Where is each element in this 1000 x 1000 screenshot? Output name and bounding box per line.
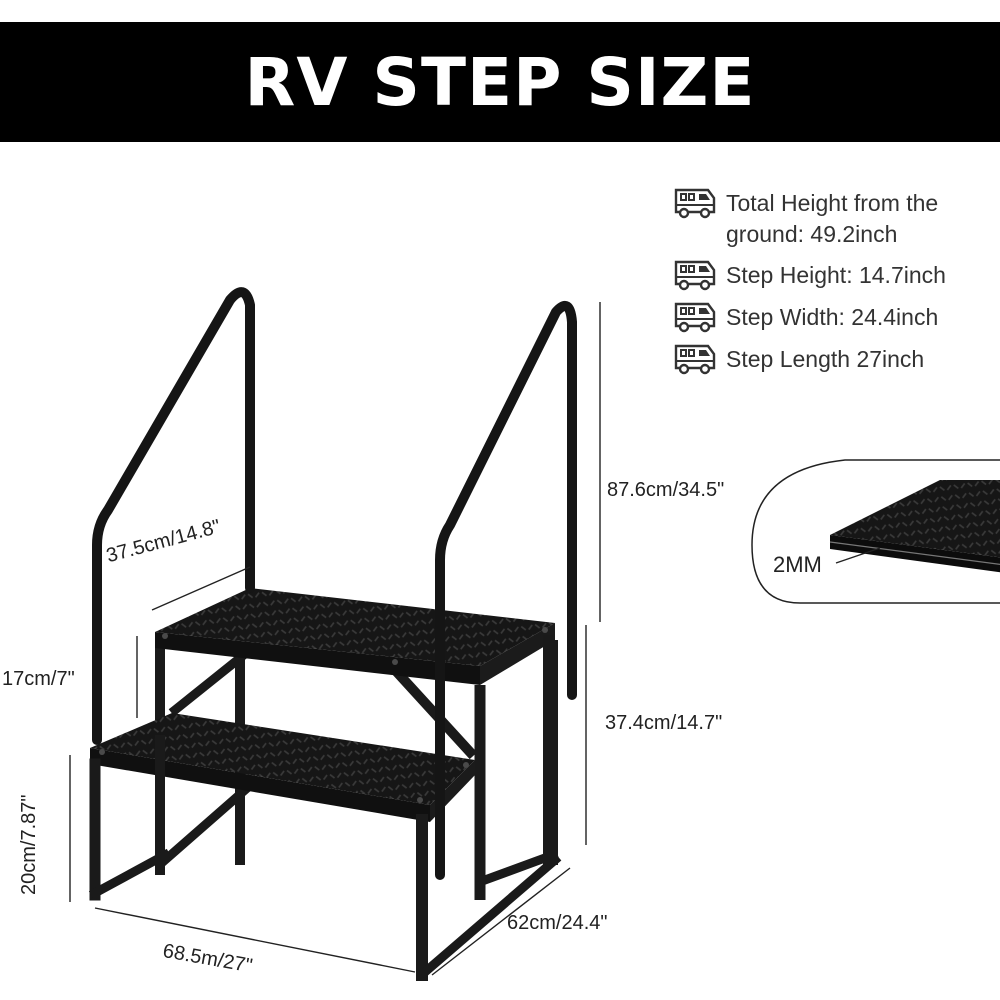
width-label: 62cm/24.4" xyxy=(507,912,608,934)
spec-item: Step Width: 24.4inch xyxy=(672,302,992,334)
spec-text: Step Height: 14.7inch xyxy=(726,262,946,288)
plate-thickness-label: 2MM xyxy=(773,552,822,577)
title-banner: RV STEP SIZE xyxy=(0,22,1000,142)
spec-item: Step Height: 14.7inch xyxy=(672,260,992,292)
rv-icon xyxy=(674,188,716,219)
plate-zoom-inset xyxy=(751,459,1000,604)
rv-icon xyxy=(674,260,716,291)
top-step-height-label: 37.4cm/14.7" xyxy=(605,712,723,734)
spec-item: Total Height from the ground: 49.2inch xyxy=(672,188,992,250)
handrails xyxy=(92,287,577,880)
riser-height-label: 17cm/7" xyxy=(2,668,75,690)
spec-text: Step Length 27inch xyxy=(726,346,925,372)
rail-height-label: 87.6cm/34.5" xyxy=(607,479,725,501)
dimension-lines xyxy=(69,302,601,976)
top-step xyxy=(155,588,555,900)
front-frame xyxy=(88,635,562,981)
spec-text: Total Height from the ground: 49.2inch xyxy=(726,190,939,247)
bottom-step xyxy=(90,713,475,822)
spec-text: Step Width: 24.4inch xyxy=(726,304,939,330)
rv-icon xyxy=(674,302,716,333)
spec-item: Step Length 27inch xyxy=(672,344,992,376)
rv-icon xyxy=(674,344,716,375)
bottom-step-height-label: 20cm/7.87" xyxy=(18,794,40,896)
spec-list: Total Height from the ground: 49.2inch S… xyxy=(672,188,992,386)
page-title: RV STEP SIZE xyxy=(244,43,756,121)
screw-dots xyxy=(99,627,548,803)
